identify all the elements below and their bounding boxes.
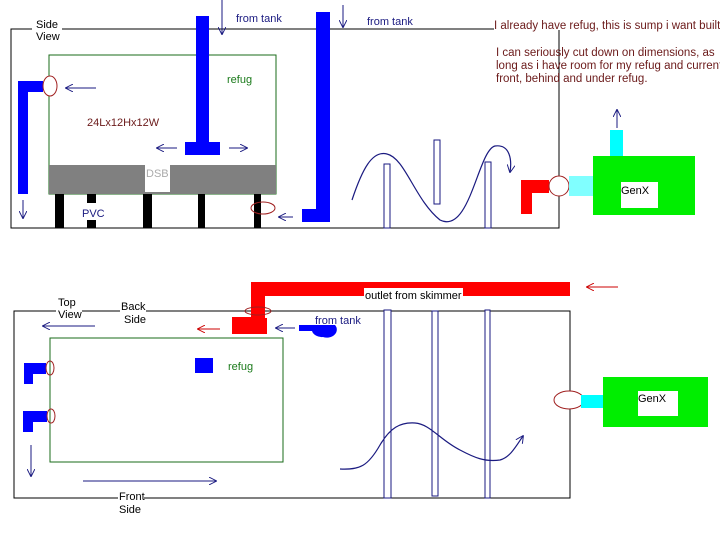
side-view-label: Side bbox=[36, 19, 58, 31]
refug-label: refug bbox=[228, 361, 253, 373]
bulkhead-fitting bbox=[46, 408, 56, 424]
from-tank-label: from tank bbox=[367, 16, 413, 28]
front-side-label: Front bbox=[119, 491, 145, 503]
return-elbow bbox=[521, 180, 549, 214]
top-view-label: Top bbox=[58, 297, 76, 309]
genx-label-box bbox=[621, 182, 658, 208]
water-flow-path bbox=[351, 145, 511, 223]
baffle bbox=[431, 310, 439, 497]
dimensions-label: 24Lx12Hx12W bbox=[87, 117, 160, 129]
drain-elbow bbox=[23, 411, 47, 432]
refug-drain-pipe bbox=[18, 81, 43, 194]
bulkhead-fitting bbox=[553, 390, 585, 410]
refugium-box bbox=[49, 337, 284, 463]
front-side-label: Side bbox=[119, 504, 141, 516]
sump-outline-side bbox=[10, 28, 560, 229]
refug-label: refug bbox=[227, 74, 252, 86]
baffle bbox=[383, 163, 391, 229]
from-tank-label: from tank bbox=[315, 315, 361, 327]
baffle bbox=[484, 161, 492, 229]
pvc-leg bbox=[55, 194, 64, 228]
back-side-label: Back bbox=[121, 301, 146, 313]
pvc-leg bbox=[254, 194, 261, 228]
skimmer-outlet-label: outlet from skimmer bbox=[365, 290, 462, 302]
overflow-pipe bbox=[302, 12, 330, 222]
note-body-line: long as i have room for my refug and cur… bbox=[496, 60, 720, 72]
from-tank-label: from tank bbox=[236, 13, 282, 25]
top-view: Top View Back Side Front Side refug outl… bbox=[13, 282, 708, 516]
genx-label: GenX bbox=[638, 393, 667, 405]
side-view-label: View bbox=[36, 31, 60, 43]
note-headline: I already have refug, this is sump i wan… bbox=[494, 20, 720, 32]
pvc-label: PVC bbox=[82, 208, 105, 220]
baffle bbox=[383, 309, 392, 499]
back-side-label: Side bbox=[124, 314, 146, 326]
genx-label-box bbox=[638, 391, 678, 416]
pump-inlet-fitting bbox=[569, 176, 593, 196]
skimmer-label-box bbox=[364, 288, 463, 301]
bulkhead-fitting bbox=[42, 75, 58, 97]
skimmer-outlet-pipe bbox=[232, 282, 570, 334]
genx-label: GenX bbox=[621, 185, 650, 197]
refug-inlet-pipe bbox=[185, 16, 220, 155]
pump-inlet-fitting bbox=[581, 395, 605, 408]
bulkhead-fitting bbox=[45, 360, 55, 376]
water-flow-path bbox=[339, 422, 523, 470]
tank-inlet-pipe bbox=[299, 325, 337, 338]
pump-outlet-fitting bbox=[610, 130, 623, 156]
baffle bbox=[484, 309, 491, 499]
baffle bbox=[433, 139, 441, 205]
bulkhead-fitting bbox=[548, 175, 570, 197]
dsb-label-box bbox=[145, 165, 170, 192]
pvc-leg bbox=[198, 194, 205, 228]
note-body-line: front, behind and under refug. bbox=[496, 73, 648, 85]
bulkhead-fitting bbox=[244, 306, 272, 316]
refug-inlet bbox=[195, 358, 213, 373]
dsb-label: DSB bbox=[146, 168, 169, 180]
pvc-leg bbox=[143, 194, 152, 228]
top-view-label: View bbox=[58, 309, 82, 321]
side-view: Side View DSB PVC from tank refug 24Lx12… bbox=[10, 0, 720, 229]
note-body-line: I can seriously cut down on dimensions, … bbox=[496, 47, 715, 59]
bulkhead-fitting bbox=[250, 201, 276, 215]
drain-elbow bbox=[24, 363, 46, 384]
